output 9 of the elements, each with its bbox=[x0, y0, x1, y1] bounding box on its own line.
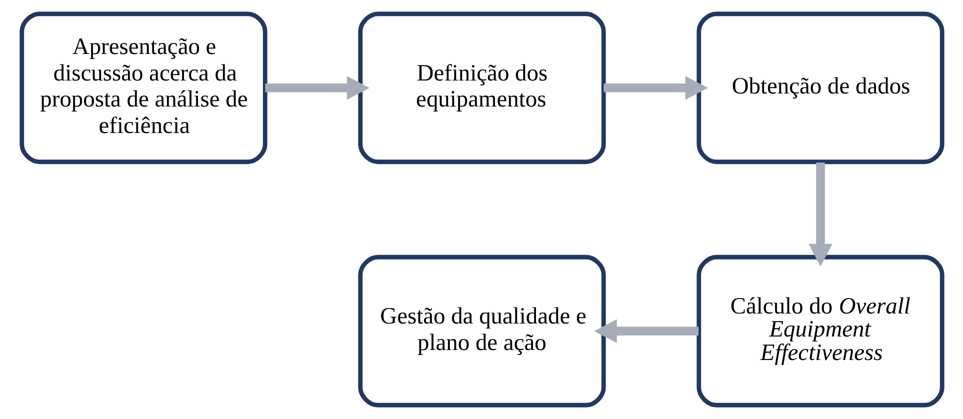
arrow bbox=[603, 76, 708, 100]
node-box: Apresentação e discussão acerca da proposta de análise de eficiência bbox=[19, 12, 267, 164]
node-box: Gestão da qualidade e plano de ação bbox=[358, 254, 606, 408]
arrow bbox=[808, 162, 832, 266]
arrow bbox=[264, 76, 369, 100]
node-box: Definição dos equipamentos bbox=[358, 12, 606, 164]
node-box: Cálculo do Overall Equipment Effectiveness bbox=[696, 254, 944, 408]
node-box: Obtenção de dados bbox=[696, 12, 944, 164]
arrow bbox=[594, 319, 698, 344]
